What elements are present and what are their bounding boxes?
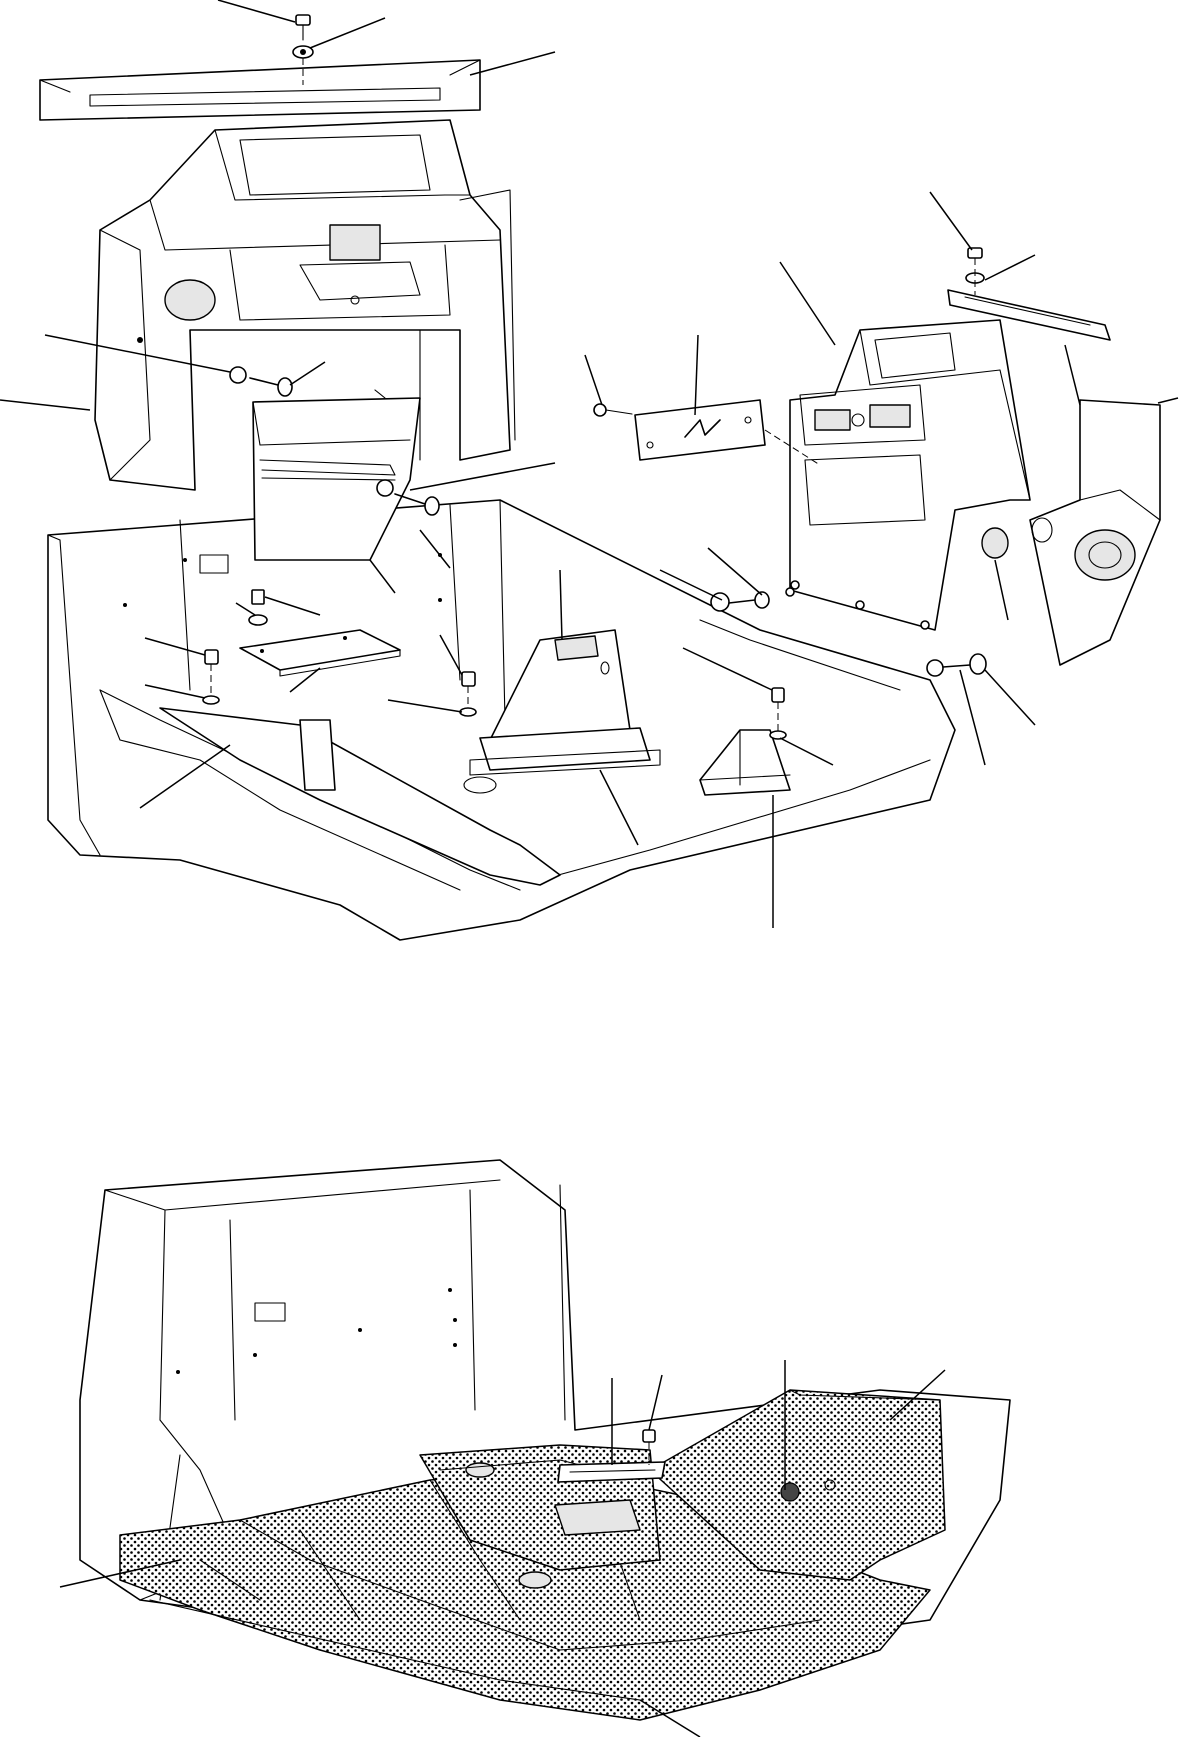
front-dash-housing: [94, 119, 516, 491]
upper-exploded-view: [0, 0, 1179, 941]
mat-retaining-strip: [557, 1461, 666, 1483]
rear-top-screw: [965, 247, 985, 295]
dash-screw-left: [229, 366, 293, 397]
lower-floor-mat-view: [59, 1159, 1011, 1737]
leader-lines-upper: [0, 0, 1179, 928]
storage-tray: [252, 389, 421, 561]
symbol-cover-plate: [634, 399, 821, 466]
floor-bolt-left: [202, 649, 220, 705]
rear-top-strip: [947, 289, 1111, 341]
rear-floor-mat: [649, 1389, 946, 1581]
leader-lines-lower: [59, 1360, 946, 1737]
rear-side-panel: [1029, 399, 1161, 666]
rear-control-console: [789, 319, 1031, 631]
gear-lever-console: [469, 629, 661, 776]
left-floor-trim-panel: [159, 707, 561, 886]
rubber-grommet: [981, 527, 1009, 559]
mounting-plate: [239, 629, 401, 677]
console-screw-left: [710, 587, 795, 612]
tray-screw: [376, 479, 440, 516]
cover-plate-screw: [593, 403, 633, 417]
bracket-bolt: [769, 687, 787, 740]
plate-bolt: [248, 589, 268, 626]
top-trim-strip: [39, 59, 481, 121]
floor-bracket: [699, 729, 791, 796]
side-panel-screw: [926, 653, 987, 677]
top-screw-washer: [292, 14, 314, 85]
